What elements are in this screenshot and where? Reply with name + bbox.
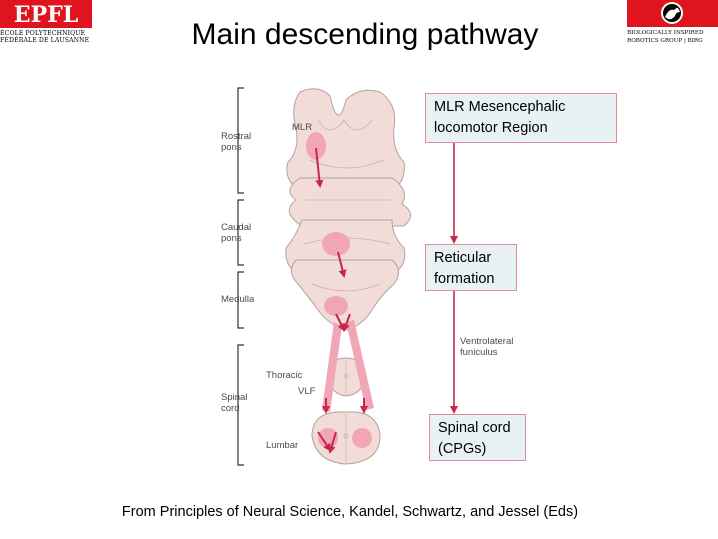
label-medulla: Medulla bbox=[221, 294, 255, 305]
pons-shape bbox=[288, 177, 411, 227]
vlf-tract-right bbox=[346, 320, 374, 410]
bracket-caudal-pons bbox=[237, 199, 244, 266]
reticular-nucleus-upper bbox=[322, 232, 350, 256]
spinal-cord-box: Spinal cord (CPGs) bbox=[429, 414, 526, 461]
label-thoracic: Thoracic bbox=[266, 370, 303, 381]
label-ventrolateral-funiculus: Ventrolateral funiculus bbox=[460, 336, 514, 358]
anatomy-arrows bbox=[315, 147, 368, 454]
arrow-medulla-right bbox=[342, 313, 351, 332]
epfl-logo-text: EPFL bbox=[14, 2, 78, 28]
epfl-logo-line2: FÉDÉRALE DE LAUSANNE bbox=[0, 37, 90, 44]
bracket-medulla bbox=[237, 271, 244, 329]
birg-logo-line2: ROBOTICS GROUP | BIRG bbox=[627, 38, 703, 44]
mlr-nucleus bbox=[306, 132, 326, 160]
slide-title: Main descending pathway bbox=[191, 18, 539, 51]
label-spinal-cord: Spinal cord bbox=[221, 392, 248, 414]
bracket-spinal-cord bbox=[237, 344, 244, 466]
arrow-mlr-down bbox=[315, 147, 324, 188]
birg-logo-mark bbox=[627, 0, 718, 27]
medulla-shape bbox=[291, 259, 399, 331]
label-caudal-pons: Caudal pons bbox=[221, 222, 252, 244]
label-lumbar: Lumbar bbox=[266, 440, 299, 451]
birg-logo-line1: BIOLOGICALLY INSPIRED bbox=[627, 30, 704, 36]
reticular-nucleus-lower bbox=[324, 296, 348, 316]
epfl-logo: EPFL ÉCOLE POLYTECHNIQUE FÉDÉRALE DE LAU… bbox=[0, 0, 92, 44]
midbrain-shape bbox=[286, 88, 405, 187]
figure-caption: From Principles of Neural Science, Kande… bbox=[121, 504, 579, 520]
bracket-rostral-pons bbox=[237, 87, 244, 194]
label-vlf: VLF bbox=[298, 386, 316, 397]
epfl-logo-mark: EPFL bbox=[0, 0, 92, 28]
arrow-pons-down bbox=[337, 251, 347, 278]
region-brackets bbox=[237, 87, 244, 466]
vlf-tract-left bbox=[322, 322, 342, 412]
arrow-lumbar-right bbox=[327, 431, 337, 454]
mlr-box: MLR Mesencephalic locomotor Region bbox=[425, 93, 617, 143]
label-mlr: MLR bbox=[292, 122, 313, 133]
birg-logo: BIOLOGICALLY INSPIRED ROBOTICS GROUP | B… bbox=[627, 0, 718, 48]
lumbar-horn-right bbox=[352, 428, 372, 448]
brainstem-tissue bbox=[285, 88, 411, 465]
reticular-formation-box: Reticular formation bbox=[425, 244, 517, 291]
label-rostral-pons: Rostral pons bbox=[221, 131, 252, 153]
epfl-logo-line1: ÉCOLE POLYTECHNIQUE bbox=[0, 30, 86, 37]
